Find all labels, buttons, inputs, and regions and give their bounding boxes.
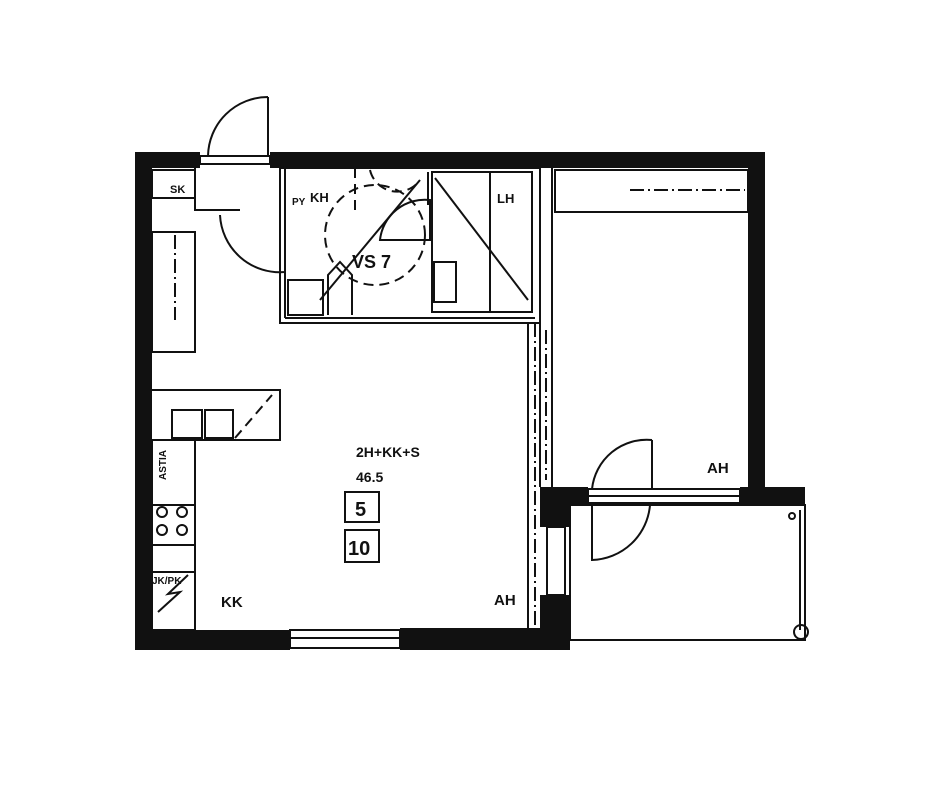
- bathroom-label: KH: [310, 190, 329, 205]
- washbasin-label: VS 7: [352, 252, 391, 272]
- dishwasher-label: ASTIA: [158, 450, 169, 480]
- window-bottom: [289, 629, 401, 649]
- closet-sk-label: SK: [170, 184, 185, 196]
- living-room-label: AH: [494, 592, 516, 609]
- box-10-label: 10: [348, 538, 370, 560]
- entrance-door: [194, 96, 286, 274]
- laundry-label: PY: [292, 197, 306, 208]
- linen-closet-label: LH: [497, 191, 514, 206]
- exterior-walls: [135, 152, 805, 650]
- window-bedroom: [587, 488, 741, 504]
- window-balcony-side: [546, 526, 566, 596]
- bedroom-door: [591, 438, 653, 562]
- balcony: [569, 504, 809, 641]
- area-label: 46.5: [356, 469, 383, 485]
- kitchen-counter: [149, 389, 281, 631]
- interior-walls: [151, 167, 749, 628]
- kitchen-label: KK: [221, 594, 243, 611]
- box-10: [344, 529, 380, 563]
- bedroom-label: AH: [707, 460, 729, 477]
- apartment-type-label: 2H+KK+S: [356, 444, 420, 460]
- box-5-label: 5: [355, 499, 366, 521]
- fridge-freezer-label: JK/PK: [152, 576, 182, 587]
- box-5: [344, 491, 380, 523]
